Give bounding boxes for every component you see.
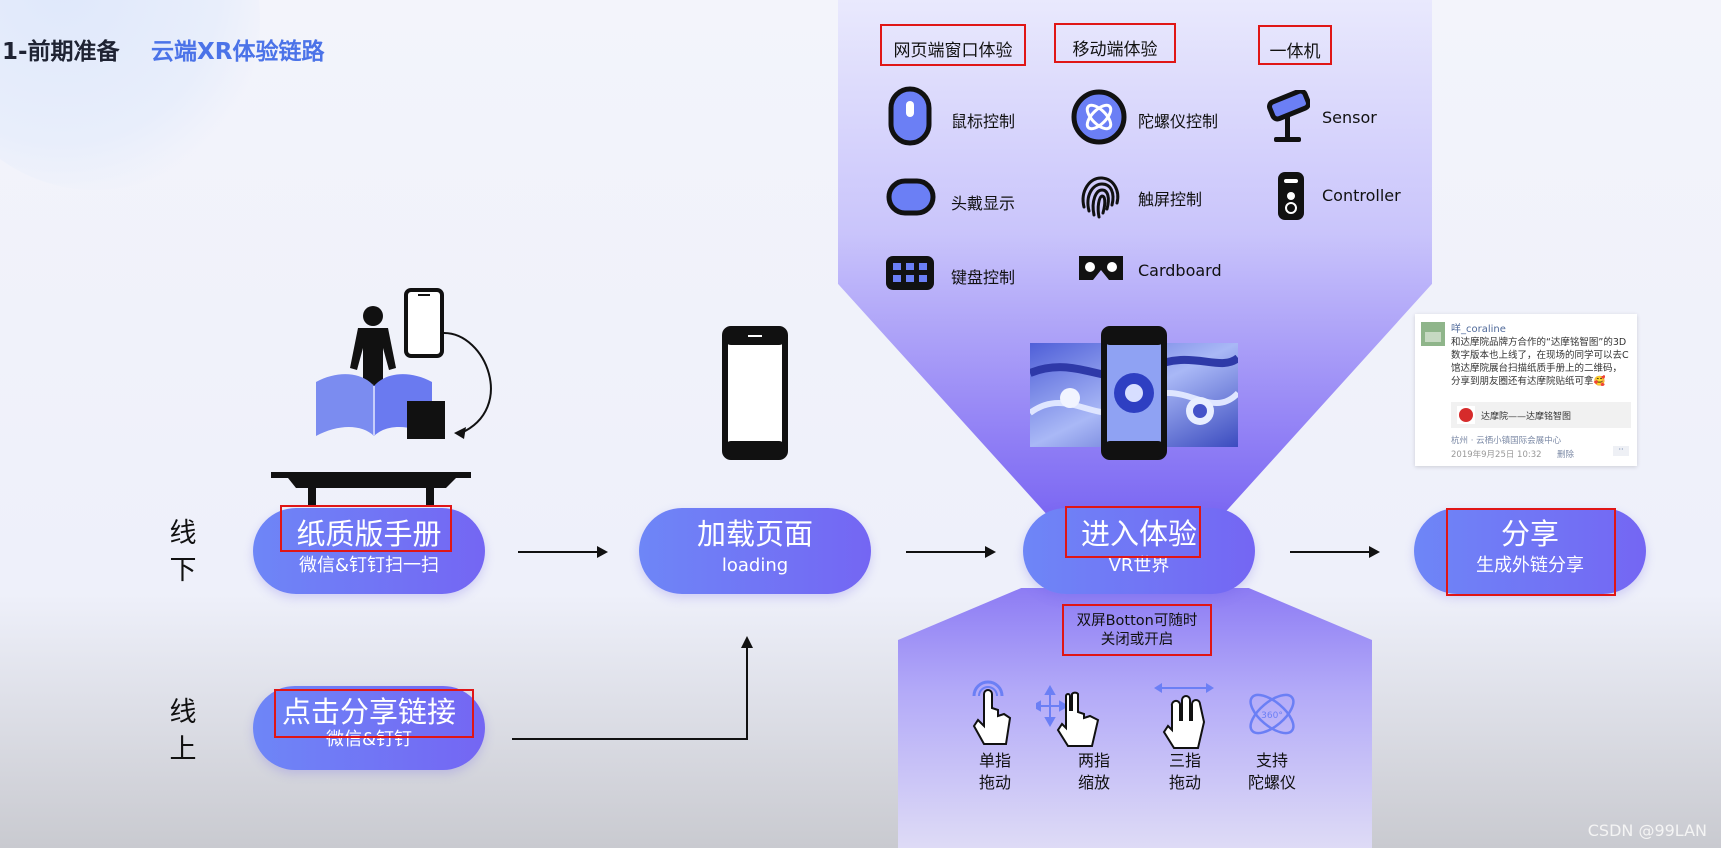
step-loading-sub: loading xyxy=(721,555,789,576)
device-controller-label: Controller xyxy=(1322,186,1401,205)
dual-screen-note: 双屏Botton可随时 关闭或开启 xyxy=(1062,604,1212,656)
two-finger-zoom-icon xyxy=(1036,684,1100,747)
step-share: 分享 生成外链分享 xyxy=(1414,508,1646,594)
gesture-gyro-line2: 陀螺仪 xyxy=(1247,773,1296,792)
loading-phone-icon xyxy=(722,326,788,460)
step-loading: 加载页面 loading xyxy=(639,508,871,594)
watermark: CSDN @99LAN xyxy=(1587,821,1707,840)
device-headset-label: 头戴显示 xyxy=(951,194,1016,213)
share-card-text: 和达摩院品牌方合作的“达摩铭智图”的3D数字版本也上线了，在现场的同学可以去C馆… xyxy=(1451,337,1629,387)
row-label-online: 线上 xyxy=(169,697,197,765)
share-card-time: 2019年9月25日 10:32 xyxy=(1451,450,1542,460)
step-enter-main: 进入体验 xyxy=(1080,517,1197,551)
arrow-enter-to-share xyxy=(1290,546,1380,558)
sensor-icon xyxy=(1267,90,1310,142)
gesture-three-line2: 拖动 xyxy=(1168,773,1201,792)
step-enter-vr: 进入体验 VR世界 xyxy=(1023,508,1255,594)
dual-screen-note-line1: 双屏Botton可随时 xyxy=(1076,613,1198,629)
category-standalone-box: 一体机 xyxy=(1258,25,1332,65)
gesture-gyro-line1: 支持 xyxy=(1255,751,1288,770)
category-mobile-label: 移动端体验 xyxy=(1072,40,1158,60)
step-share-link: 点击分享链接 微信&钉钉 xyxy=(253,686,485,770)
highlight-paper xyxy=(280,505,452,552)
arrow-loading-to-enter xyxy=(906,546,996,558)
gesture-zoom-line1: 两指 xyxy=(1077,751,1110,770)
paper-manual-illustration xyxy=(271,288,492,506)
device-cardboard-label: Cardboard xyxy=(1138,261,1222,280)
share-card-location: 杭州 · 云栖小镇国际会展中心 xyxy=(1451,436,1562,446)
highlight-enter xyxy=(1065,506,1201,558)
device-sensor-label: Sensor xyxy=(1322,108,1377,127)
fingerprint-icon xyxy=(1081,176,1120,219)
device-mouse-label: 鼠标控制 xyxy=(951,112,1016,131)
step-link-sub: 微信&钉钉 xyxy=(325,729,413,750)
step-share-sub: 生成外链分享 xyxy=(1476,555,1584,576)
funnel-bottom xyxy=(898,588,1372,848)
step-loading-main: 加载页面 xyxy=(696,517,813,551)
three-finger-drag-icon xyxy=(1154,683,1214,749)
share-card-delete[interactable]: 删除 xyxy=(1557,450,1575,460)
device-keyboard-label: 键盘控制 xyxy=(951,268,1016,287)
mouse-icon xyxy=(888,86,932,146)
page-title: 云端XR体验链路 xyxy=(151,39,325,65)
step-paper-sub: 微信&钉钉扫一扫 xyxy=(298,555,440,576)
gesture-single-line2: 拖动 xyxy=(978,773,1011,792)
more-icon[interactable]: ·· xyxy=(1613,446,1629,456)
dual-screen-note-line2: 关闭或开启 xyxy=(1100,632,1174,648)
category-standalone-label: 一体机 xyxy=(1269,42,1321,62)
row-label-offline: 线下 xyxy=(169,518,197,586)
category-mobile-box: 移动端体验 xyxy=(1054,23,1176,63)
step-enter-sub: VR世界 xyxy=(1108,555,1170,576)
category-web-box: 网页端窗口体验 xyxy=(880,24,1026,66)
controller-icon xyxy=(1278,172,1304,220)
seal-icon xyxy=(1457,406,1475,424)
gesture-gyro-label: 支持 陀螺仪 xyxy=(1242,750,1302,794)
cardboard-icon xyxy=(1079,256,1123,280)
vr-phone-icon xyxy=(1101,326,1167,460)
share-moment-card: 咩_coraline 和达摩院品牌方合作的“达摩铭智图”的3D数字版本也上线了，… xyxy=(1415,314,1637,466)
gesture-zoom-line2: 缩放 xyxy=(1077,773,1110,792)
share-card-user: 咩_coraline xyxy=(1451,324,1506,335)
gesture-three-line1: 三指 xyxy=(1168,751,1201,770)
device-gyroscope-label: 陀螺仪控制 xyxy=(1138,112,1219,131)
gesture-single-line1: 单指 xyxy=(978,751,1011,770)
category-web-label: 网页端窗口体验 xyxy=(893,41,1013,61)
device-touch-label: 触屏控制 xyxy=(1138,190,1203,209)
share-card-link[interactable]: 达摩院——达摩铭智图 xyxy=(1451,402,1631,428)
highlight-link xyxy=(274,689,474,738)
gesture-zoom-label: 两指 缩放 xyxy=(1064,750,1124,794)
user-avatar xyxy=(1421,322,1445,346)
gyroscope-icon xyxy=(1071,89,1127,145)
section-heading: 1-前期准备 xyxy=(2,39,120,65)
step-paper-main: 纸质版手册 xyxy=(296,517,442,551)
share-card-link-title: 达摩院——达摩铭智图 xyxy=(1481,412,1572,422)
arrow-link-to-loading xyxy=(512,636,753,740)
step-share-main: 分享 xyxy=(1500,517,1559,551)
step-link-main: 点击分享链接 xyxy=(281,695,456,729)
person-icon xyxy=(363,306,383,326)
arrow-paper-to-loading xyxy=(518,546,608,558)
gesture-three-label: 三指 拖动 xyxy=(1155,750,1215,794)
headset-icon xyxy=(886,178,936,216)
keyboard-icon xyxy=(886,256,934,290)
gyroscope-badge: 360° xyxy=(1261,711,1283,721)
gesture-single-label: 单指 拖动 xyxy=(965,750,1025,794)
highlight-share xyxy=(1446,508,1616,596)
gyroscope-360-icon: 360° xyxy=(1249,693,1295,735)
background-blob xyxy=(0,0,260,190)
single-finger-drag-icon xyxy=(972,680,1012,745)
